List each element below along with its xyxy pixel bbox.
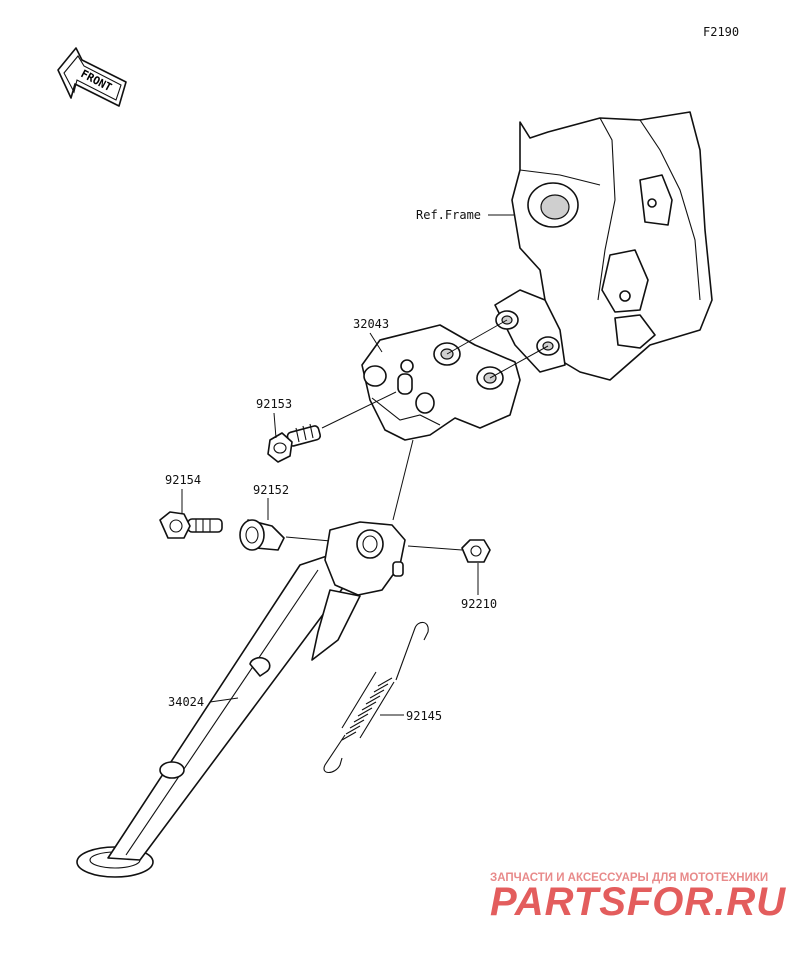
frame-reference [494,111,713,381]
ref-frame-label: Ref.Frame [416,208,481,222]
leader-32043 [369,332,383,353]
figure-code: F2190 [703,25,739,39]
spring-coils [341,671,395,741]
align-line-92153 [321,391,397,429]
part-label-92210: 92210 [461,597,497,611]
part-label-92152: 92152 [253,483,289,497]
part-label-32043: 32043 [353,317,389,331]
align-line-lower [489,345,549,379]
watermark-tagline: ЗАПЧАСТИ И АКСЕССУАРЫ ДЛЯ МОТОТЕХНИКИ [490,872,768,884]
leader-92153 [273,412,277,439]
leader-34024 [209,697,239,703]
watermark-site: PARTSFOR.RU [490,880,786,924]
nut-92210 [461,539,491,563]
bolt-92153 [267,423,322,463]
bracket-32043 [361,324,521,441]
part-label-92145: 92145 [406,709,442,723]
front-arrow-icon: FRONT [57,47,127,107]
bolt-92154 [159,511,223,539]
align-line-upper [446,319,508,355]
part-label-34024: 34024 [168,695,204,709]
align-line-92210 [407,545,463,551]
side-stand-34024 [76,521,406,878]
align-line-stand [392,439,414,521]
spring-92145 [323,621,429,774]
collar-92152 [239,519,285,551]
part-label-92153: 92153 [256,397,292,411]
part-label-92154: 92154 [165,473,201,487]
